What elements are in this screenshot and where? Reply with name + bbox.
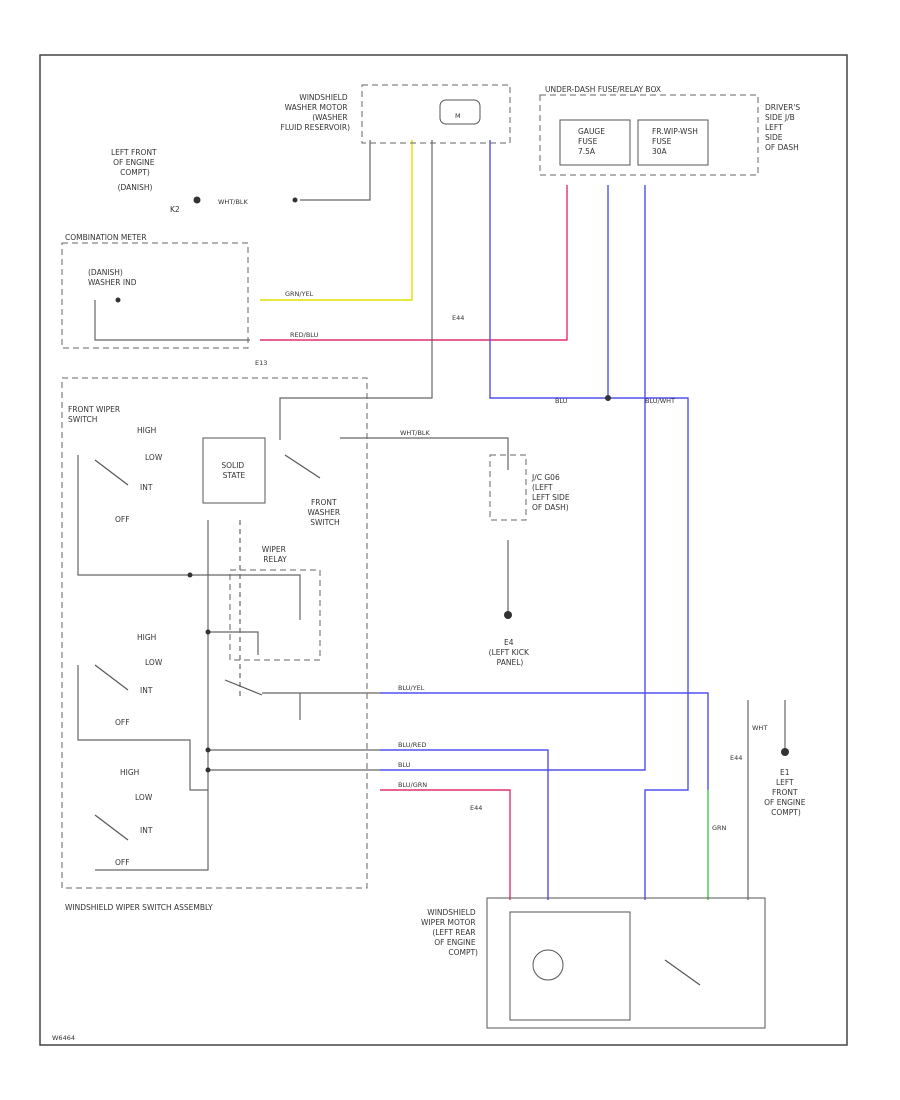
splice-dot — [605, 395, 611, 401]
wire-label-grn-yel: GRN/YEL — [285, 290, 314, 298]
footer-code: W6464 — [52, 1034, 75, 1042]
fuse-box — [539, 94, 759, 176]
ground-e1-label: E1 LEFT FRONT OF ENGINE COMPT) — [764, 768, 808, 817]
ground-point-e1 — [781, 748, 789, 756]
wire-red-blu — [260, 185, 568, 341]
connector-a-label: (DANISH) — [118, 183, 153, 192]
splice-dot — [292, 197, 298, 203]
wire-label-blu-yel: BLU/YEL — [398, 684, 425, 692]
wiper-motor-box — [486, 897, 766, 1029]
wire-grn-yel — [260, 140, 413, 301]
wire-blu-purple — [380, 789, 511, 900]
splice-dot — [205, 767, 211, 773]
wiper-fuse-box — [637, 119, 709, 166]
front-wiper-switch-label: FRONT WIPER SWITCH — [68, 405, 123, 424]
wire-label-wht-blk-a: WHT/BLK — [218, 198, 249, 206]
combination-meter-label: COMBINATION METER — [65, 233, 147, 242]
washer-motor-symbol — [439, 99, 481, 125]
splice-dot — [187, 572, 193, 578]
wire-label-blu-wht: BLU/WHT — [645, 397, 675, 405]
wire-blu-washer — [489, 140, 608, 399]
splice-e44b-label: E44 — [470, 804, 482, 812]
washer-ind-label: (DANISH) WASHER IND — [88, 268, 137, 287]
splice-e13-label: E13 — [255, 359, 267, 367]
solid-state-box — [202, 437, 266, 504]
black-wires — [77, 140, 786, 900]
wire-blu-right — [608, 397, 689, 900]
wire-blu-yel — [380, 692, 709, 790]
front-washer-switch-label: FRONT WASHER SWITCH — [308, 498, 343, 527]
wire-label-red-blu: RED/BLU — [290, 331, 319, 339]
washer-motor-m-label: M — [455, 112, 461, 120]
wiper-fuse-label: FR.WIP-WSH FUSE 30A — [652, 127, 700, 156]
switch-positions-a: HIGH LOW INT OFF — [115, 426, 165, 524]
splice-e44-label: E44 — [452, 314, 464, 322]
switch-contacts — [94, 454, 701, 986]
left-front-engine-label: LEFT FRONT OF ENGINE COMPT) — [111, 148, 159, 177]
washer-motor-box — [361, 84, 511, 144]
wire-label-grn: GRN — [712, 824, 727, 832]
wire-blu-switch — [380, 185, 646, 771]
splice-e44c-label: E44 — [730, 754, 742, 762]
gauge-fuse-label: GAUGE FUSE 7.5A — [578, 127, 607, 156]
splice-dot — [205, 629, 211, 635]
splice-dot — [115, 297, 121, 303]
switch-positions-b: HIGH LOW INT OFF — [115, 633, 165, 727]
fuse-box-label: UNDER-DASH FUSE/RELAY BOX — [545, 85, 661, 94]
gauge-fuse-box — [559, 119, 631, 166]
combination-meter-box — [61, 242, 249, 349]
wire-label-blu-2: BLU — [398, 761, 411, 769]
switch-positions-c: HIGH LOW INT OFF — [115, 768, 155, 867]
wire-label-blu-1: BLU — [555, 397, 568, 405]
wiper-relay-label: WIPER RELAY — [262, 545, 289, 564]
solid-state-label: SOLID STATE — [221, 461, 246, 480]
connector-a-pin: K2 — [170, 205, 180, 214]
switch-assembly-box — [61, 377, 368, 889]
ground-e4-label: E4 (LEFT KICK PANEL) — [489, 638, 532, 667]
diagram-frame — [39, 54, 848, 1046]
wiper-motor-armature — [532, 949, 564, 981]
switch-assembly-label: WINDSHIELD WIPER SWITCH ASSEMBLY — [65, 903, 213, 912]
ground-jc-label: J/C G06 (LEFT LEFT SIDE OF DASH) — [531, 473, 572, 512]
wiper-relay-box — [229, 569, 321, 661]
ground-point-k2 — [193, 196, 201, 204]
washer-motor-label: WINDSHIELD WASHER MOTOR (WASHER FLUID RE… — [281, 93, 351, 132]
wire-label-wht-blk-b: WHT/BLK — [400, 429, 431, 437]
wiper-motor-inner — [509, 911, 631, 1021]
fuse-box-side-label: DRIVER'S SIDE J/B LEFT SIDE OF DASH — [765, 103, 803, 152]
wiper-motor-label: WINDSHIELD WIPER MOTOR (LEFT REAR OF ENG… — [421, 908, 478, 957]
wire-label-blu-grn: BLU/GRN — [398, 781, 427, 789]
ground-point-e4 — [504, 611, 512, 619]
wire-label-wht: WHT — [752, 724, 767, 732]
wire-blu-red — [380, 749, 549, 900]
splice-dot — [205, 747, 211, 753]
wire-label-blu-red: BLU/RED — [398, 741, 426, 749]
